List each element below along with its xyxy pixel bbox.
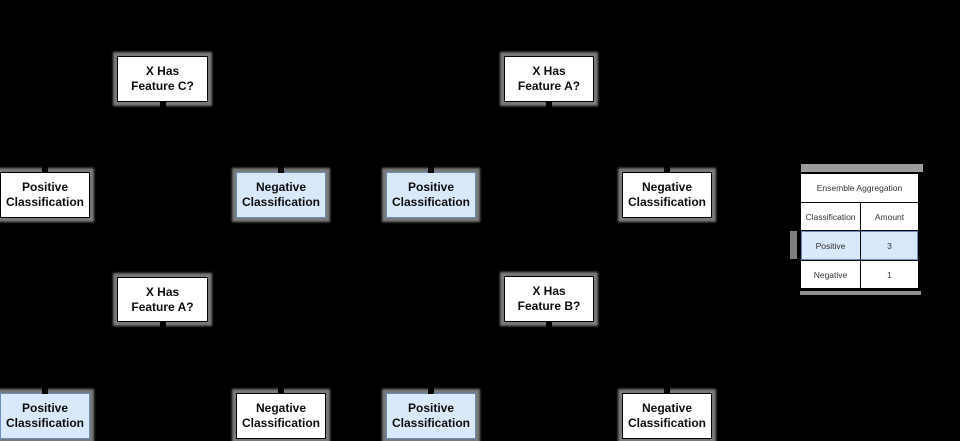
table-header-row: Classification Amount: [801, 203, 918, 231]
connector-stub: [546, 101, 552, 112]
tree4-root-node: X Has Feature B?: [504, 276, 594, 332]
tree3-leaf-positive: Positive Classification: [0, 383, 90, 439]
cell-negative-amount: 1: [887, 269, 892, 280]
tree2-leaf-positive-label: Positive Classification: [391, 180, 471, 209]
connector-stub: [278, 383, 284, 394]
highlight-row-shadow: [790, 231, 797, 259]
table-row-negative: Negative 1: [801, 261, 918, 288]
connector-stub: [42, 383, 48, 394]
tree4-leaf-positive: Positive Classification: [386, 383, 476, 439]
tree1-leaf-positive: Positive Classification: [0, 162, 90, 218]
tree4-leaf-negative: Negative Classification: [622, 383, 712, 439]
connector-stub: [546, 321, 552, 332]
tree4-leaf-positive-label: Positive Classification: [391, 401, 471, 430]
column-header-classification: Classification: [801, 203, 861, 230]
cell-negative-label: Negative: [801, 261, 861, 288]
connector-stub: [42, 162, 48, 173]
tree3-root-label: X Has Feature A?: [131, 284, 194, 314]
tree2-leaf-negative: Negative Classification: [622, 162, 712, 218]
tree2-root-node: X Has Feature A?: [504, 56, 594, 112]
connector-stub: [159, 101, 166, 112]
connector-stub: [278, 162, 284, 173]
table-title: Ensemble Aggregation: [801, 174, 918, 203]
table-row-positive: Positive 3: [801, 231, 918, 261]
tree2-root-label: X Has Feature A?: [517, 64, 581, 93]
tree3-leaf-positive-label: Positive Classification: [5, 401, 85, 430]
tree3-leaf-negative-label: Negative Classification: [241, 401, 321, 430]
tree1-root-node: X Has Feature C?: [117, 56, 208, 112]
tree1-leaf-negative: Negative Classification: [236, 162, 326, 218]
tree3-root-node: X Has Feature A?: [117, 277, 208, 332]
connector-stub: [428, 383, 434, 394]
tree2-leaf-negative-label: Negative Classification: [627, 180, 707, 209]
connector-stub: [159, 321, 166, 332]
column-header-amount: Amount: [874, 211, 905, 222]
cell-positive-label: Positive: [801, 231, 861, 260]
table-shadow-top: [801, 164, 923, 172]
tree1-root-label: X Has Feature C?: [131, 64, 194, 93]
tree4-leaf-negative-label: Negative Classification: [627, 401, 707, 430]
table-shadow-bottom: [800, 291, 921, 295]
tree1-leaf-negative-label: Negative Classification: [241, 180, 321, 209]
tree4-root-label: X Has Feature B?: [517, 284, 581, 313]
tree3-leaf-negative: Negative Classification: [236, 383, 326, 439]
tree1-leaf-positive-label: Positive Classification: [5, 180, 85, 209]
tree2-leaf-positive: Positive Classification: [386, 162, 476, 218]
cell-positive-amount: 3: [887, 240, 892, 251]
connector-stub: [664, 383, 670, 394]
ensemble-aggregation-table: Ensemble Aggregation Classification Amou…: [799, 172, 920, 290]
connector-stub: [664, 162, 670, 173]
connector-stub: [428, 162, 434, 173]
